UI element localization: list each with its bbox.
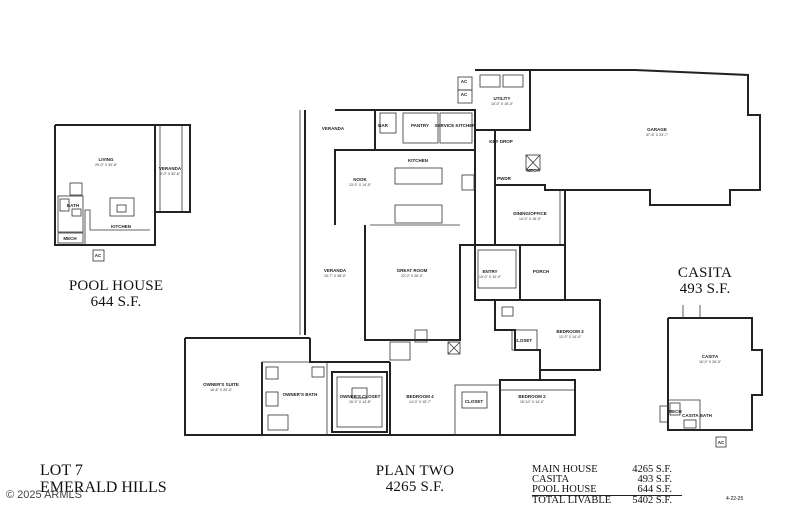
pool-kitchen-label: KITCHEN <box>111 224 131 229</box>
casita-label: CASITA <box>702 354 719 359</box>
owners-bath-label: OWNER'S BATH <box>283 392 318 397</box>
casita-plan <box>659 305 763 448</box>
mech-label: MECH <box>526 168 539 173</box>
area-name: TOTAL LIVABLE <box>532 495 612 506</box>
veranda-mid-label: VERANDA <box>324 268 347 273</box>
casita-ac-label: AC <box>718 440 725 445</box>
area-row-casita: CASITA 493 S.F. <box>532 474 682 485</box>
bedroom4-label: BEDROOM 4 <box>406 394 434 399</box>
living-label: LIVING <box>98 157 114 162</box>
veranda-mid-dim: 15'-7" X 38'-0" <box>324 274 347 278</box>
pool-house-title: POOL HOUSE <box>68 278 164 294</box>
watermark: © 2025 ARMLS <box>6 489 82 501</box>
nook-dim: 13'-0" X 14'-0" <box>349 183 372 187</box>
casita-title: CASITA <box>677 265 733 281</box>
area-value: 644 S.F. <box>637 484 672 495</box>
garage-dim: 47'-6" X 23'-7" <box>646 133 669 137</box>
entry-label: ENTRY <box>482 269 497 274</box>
great-room-dim: 22'-0" X 26'-0" <box>401 274 424 278</box>
pool-mech-label: MECH <box>63 236 76 241</box>
pool-ac-label: AC <box>95 253 102 258</box>
area-value: 5402 S.F. <box>632 495 672 506</box>
porch-label: PORCH <box>533 269 549 274</box>
owners-closet-dim: 15'-0" X 14'-8" <box>349 400 372 404</box>
garage-label: GARAGE <box>647 127 667 132</box>
veranda-top-label: VERANDA <box>322 126 345 131</box>
pantry-label: PANTRY <box>411 123 429 128</box>
area-table: MAIN HOUSE 4265 S.F. CASITA 493 S.F. POO… <box>532 464 682 506</box>
pool-house-title-block: POOL HOUSE 644 S.F. <box>56 278 176 310</box>
plan-area: 4265 S.F. <box>385 479 445 495</box>
key-drop-label: KEY DROP <box>489 139 512 144</box>
pool-veranda-label: VERANDA <box>159 166 182 171</box>
bedroom3-label: BEDROOM 3 <box>556 329 584 334</box>
area-row-main-house: MAIN HOUSE 4265 S.F. <box>532 464 682 475</box>
bedroom2-label: BEDROOM 2 <box>518 394 546 399</box>
area-name: POOL HOUSE <box>532 484 597 495</box>
bar-label: BAR <box>378 123 388 128</box>
bedroom4-dim: 14'-0" X 15'-7" <box>409 400 432 404</box>
great-room-label: GREAT ROOM <box>397 268 428 273</box>
owners-closet-label: OWNER'S CLOSET <box>340 394 381 399</box>
owners-suite-dim: 16'-6" X 20'-0" <box>210 388 233 392</box>
subdivision-name: EMERALD HILLS <box>40 479 167 496</box>
pool-house-area: 644 S.F. <box>90 294 142 310</box>
casita-bath-label: CASITA BATH <box>682 413 712 418</box>
nook-label: NOOK <box>353 177 367 182</box>
utility-dim: 10'-0" X 15'-0" <box>491 102 514 106</box>
utility-label: UTILITY <box>494 96 511 101</box>
lot-number: LOT 7 <box>40 462 83 479</box>
pwdr-label: PWDR <box>497 176 511 181</box>
living-dim: 29'-0" X 30'-6" <box>95 163 118 167</box>
plan-title: PLAN TWO <box>375 463 455 479</box>
utility-ac-label: AC <box>461 79 468 84</box>
casita-dim: 16'-0" X 26'-0" <box>699 360 722 364</box>
pool-veranda-dim: 8'-0" X 30'-6" <box>160 172 181 176</box>
lot-title-block: LOT 7 EMERALD HILLS <box>40 462 220 496</box>
area-value: 4265 S.F. <box>632 464 672 475</box>
area-row-pool-house: POOL HOUSE 644 S.F. <box>532 484 682 496</box>
kitchen-label: KITCHEN <box>408 158 428 163</box>
date-stamp: 4-22-25 <box>726 496 744 502</box>
main-house-plan <box>184 69 761 436</box>
area-name: MAIN HOUSE <box>532 464 598 475</box>
area-row-total: TOTAL LIVABLE 5402 S.F. <box>532 495 682 506</box>
dining-office-label: DINING/OFFICE <box>513 211 547 216</box>
dining-office-dim: 14'-0" X 15'-0" <box>519 217 542 221</box>
service-kitchen-label: SERVICE KITCHEN <box>435 123 476 128</box>
bedroom3-dim: 12'-0" X 14'-4" <box>559 335 582 339</box>
casita-title-block: CASITA 493 S.F. <box>660 265 750 297</box>
casita-mech-label: MECH <box>668 409 681 414</box>
closet4-label: CLOSET <box>465 399 484 404</box>
area-value: 493 S.F. <box>637 474 672 485</box>
closet3-label: CLOSET <box>514 338 533 343</box>
casita-area: 493 S.F. <box>679 281 731 297</box>
pool-house-plan <box>54 124 191 262</box>
area-name: CASITA <box>532 474 570 485</box>
pool-bath-label: BATH <box>67 203 79 208</box>
plan-title-block: PLAN TWO 4265 S.F. <box>360 463 470 495</box>
utility-ac-label-2: AC <box>461 92 468 97</box>
entry-dim: 10'-0" X 10'-0" <box>479 275 502 279</box>
bedroom2-dim: 15'-10" X 14'-0" <box>520 400 545 404</box>
owners-suite-label: OWNER'S SUITE <box>203 382 239 387</box>
